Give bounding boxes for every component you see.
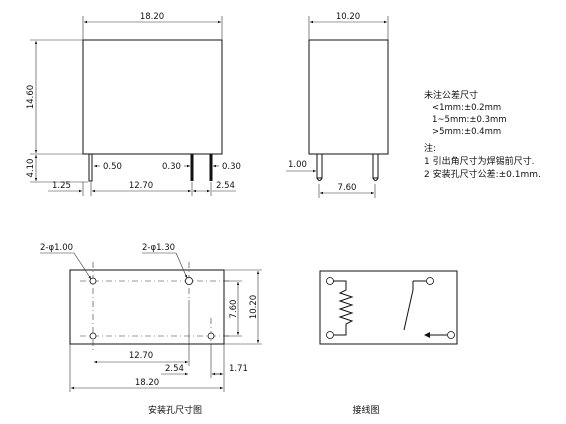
front-pin-width-right: 0.30 (222, 162, 241, 172)
tolerance-line-3: >5mm:±0.4mm (432, 127, 501, 137)
tolerance-line-1: <1mm:±0.2mm (432, 103, 501, 113)
tolerance-title: 未注公差尺寸 (424, 89, 478, 101)
note-2: 2 安装孔尺寸公差:±0.1mm. (424, 168, 541, 180)
wiring-coil (333, 280, 354, 336)
front-width-dim: 18.20 (140, 12, 164, 22)
note-1: 1 引出角尺寸为焊锡前尺寸. (424, 155, 534, 167)
front-pitch-main: 12.70 (129, 181, 153, 191)
wiring-diagram: 接线图 (319, 270, 458, 416)
front-view-body (82, 39, 223, 155)
wiring-caption: 接线图 (352, 404, 379, 416)
side-pin-left (316, 153, 323, 179)
mounting-outline (69, 269, 225, 345)
front-height-dim: 14.60 (26, 85, 36, 109)
mount-hole-4 (207, 332, 215, 340)
note-title: 注: (424, 142, 436, 154)
mount-dim-12-70: 12.70 (129, 351, 153, 361)
front-pin-width-mid: 0.30 (162, 162, 181, 172)
mounting-caption: 安装孔尺寸图 (148, 404, 202, 416)
wiring-contact-terminal-top (426, 277, 434, 285)
mount-dim-18-20: 18.20 (135, 378, 159, 388)
tolerance-line-2: 1~5mm:±0.3mm (432, 115, 507, 125)
tolerance-notes: 未注公差尺寸 <1mm:±0.2mm 1~5mm:±0.3mm >5mm:±0.… (424, 89, 541, 180)
front-pitch-right: 2.54 (216, 181, 235, 191)
wiring-coil-terminal-top (326, 277, 334, 285)
front-pin-width-left: 0.50 (103, 162, 122, 172)
side-pin-pitch: 7.60 (338, 183, 357, 193)
mount-hole-2 (184, 276, 193, 285)
mount-hole-small-label: 2-φ1.00 (40, 243, 73, 253)
wiring-contact-terminal-bottom (447, 331, 455, 339)
side-view-body (308, 39, 389, 155)
mount-hole-3 (89, 332, 97, 340)
mounting-hole-diagram: 2-φ1.00 2-φ1.30 7.60 10.20 12.70 2.54 1.… (40, 243, 262, 416)
wiring-outline (319, 270, 458, 345)
front-view: 18.20 14.60 4.10 0.50 0.30 0.30 1.25 12.… (26, 12, 241, 196)
front-pin-length-dim: 4.10 (26, 159, 36, 178)
mount-dim-2-54: 2.54 (165, 364, 184, 374)
mount-dim-1-71: 1.71 (229, 364, 248, 374)
mount-dim-7-60: 7.60 (229, 300, 239, 319)
mount-dim-10-20: 10.20 (249, 295, 259, 319)
side-pin-dia: 1.00 (288, 160, 307, 170)
side-width-dim: 10.20 (336, 12, 360, 22)
mount-hole-large-label: 2-φ1.30 (142, 243, 175, 253)
wiring-coil-terminal-bottom (326, 331, 334, 339)
front-offset-left: 1.25 (52, 181, 71, 191)
side-pin-right (372, 153, 379, 179)
wiring-switch-blade (403, 289, 414, 331)
side-view: 10.20 1.00 7.60 (286, 12, 389, 198)
mount-hole-1 (89, 277, 97, 285)
front-pin-left (88, 153, 93, 182)
